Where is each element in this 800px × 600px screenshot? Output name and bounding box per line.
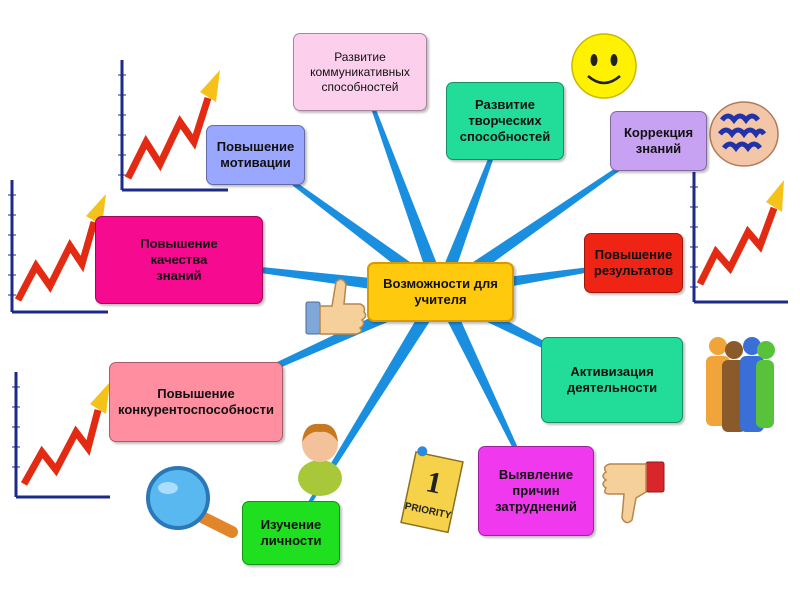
person-icon: [298, 423, 342, 496]
note-number: 1: [423, 465, 445, 500]
thumbs-up-icon: [305, 278, 367, 335]
node-difficulties: Выявление причин затруднений: [478, 446, 594, 536]
smiley-icon: [571, 33, 637, 99]
spoke-correction: [436, 140, 660, 298]
people-group-icon: [706, 337, 775, 432]
node-activation-label: Активизация деятельности: [566, 363, 658, 395]
node-competitiveness-label: Повышение конкурентоспособности: [118, 385, 274, 417]
thumbs-down-icon: [602, 461, 665, 524]
spoke-motivation: [254, 154, 445, 298]
node-correction: Коррекция знаний: [610, 111, 707, 171]
node-communication-label: Развитие коммуникативных способностей: [310, 49, 410, 94]
node-difficulties-label: Выявление причин затруднений: [495, 466, 577, 515]
node-quality: Повышение качества знаний: [95, 216, 263, 304]
node-results: Повышение результатов: [584, 233, 683, 293]
brain-icon: [709, 101, 779, 167]
node-activation: Активизация деятельности: [541, 337, 683, 423]
center-node-label: Возможности для учителя: [383, 275, 498, 307]
growth-chart-icon: [118, 60, 228, 192]
node-communication: Развитие коммуникативных способностей: [293, 33, 427, 111]
spoke-difficulties: [434, 289, 538, 492]
node-motivation: Повышение мотивации: [206, 125, 305, 185]
node-personality-label: Изучение личности: [260, 516, 322, 548]
growth-chart-icon: [8, 180, 108, 314]
node-creativity: Развитие творческих способностей: [446, 82, 564, 160]
growth-chart-icon: [12, 372, 110, 499]
node-correction-label: Коррекция знаний: [623, 124, 694, 156]
growth-chart-icon: [690, 172, 788, 304]
node-creativity-label: Развитие творческих способностей: [459, 96, 551, 145]
center-node: Возможности для учителя: [367, 262, 514, 322]
node-personality: Изучение личности: [242, 501, 340, 565]
node-competitiveness: Повышение конкурентоспособности: [109, 362, 283, 442]
priority-note-icon: 1 PRIORITY: [400, 446, 464, 534]
node-motivation-label: Повышение мотивации: [216, 138, 295, 170]
spoke-creativity: [434, 120, 507, 295]
node-results-label: Повышение результатов: [593, 246, 674, 278]
spoke-communication: [358, 71, 448, 295]
magnifier-icon: [146, 466, 238, 538]
node-quality-label: Повышение качества знаний: [140, 235, 218, 284]
